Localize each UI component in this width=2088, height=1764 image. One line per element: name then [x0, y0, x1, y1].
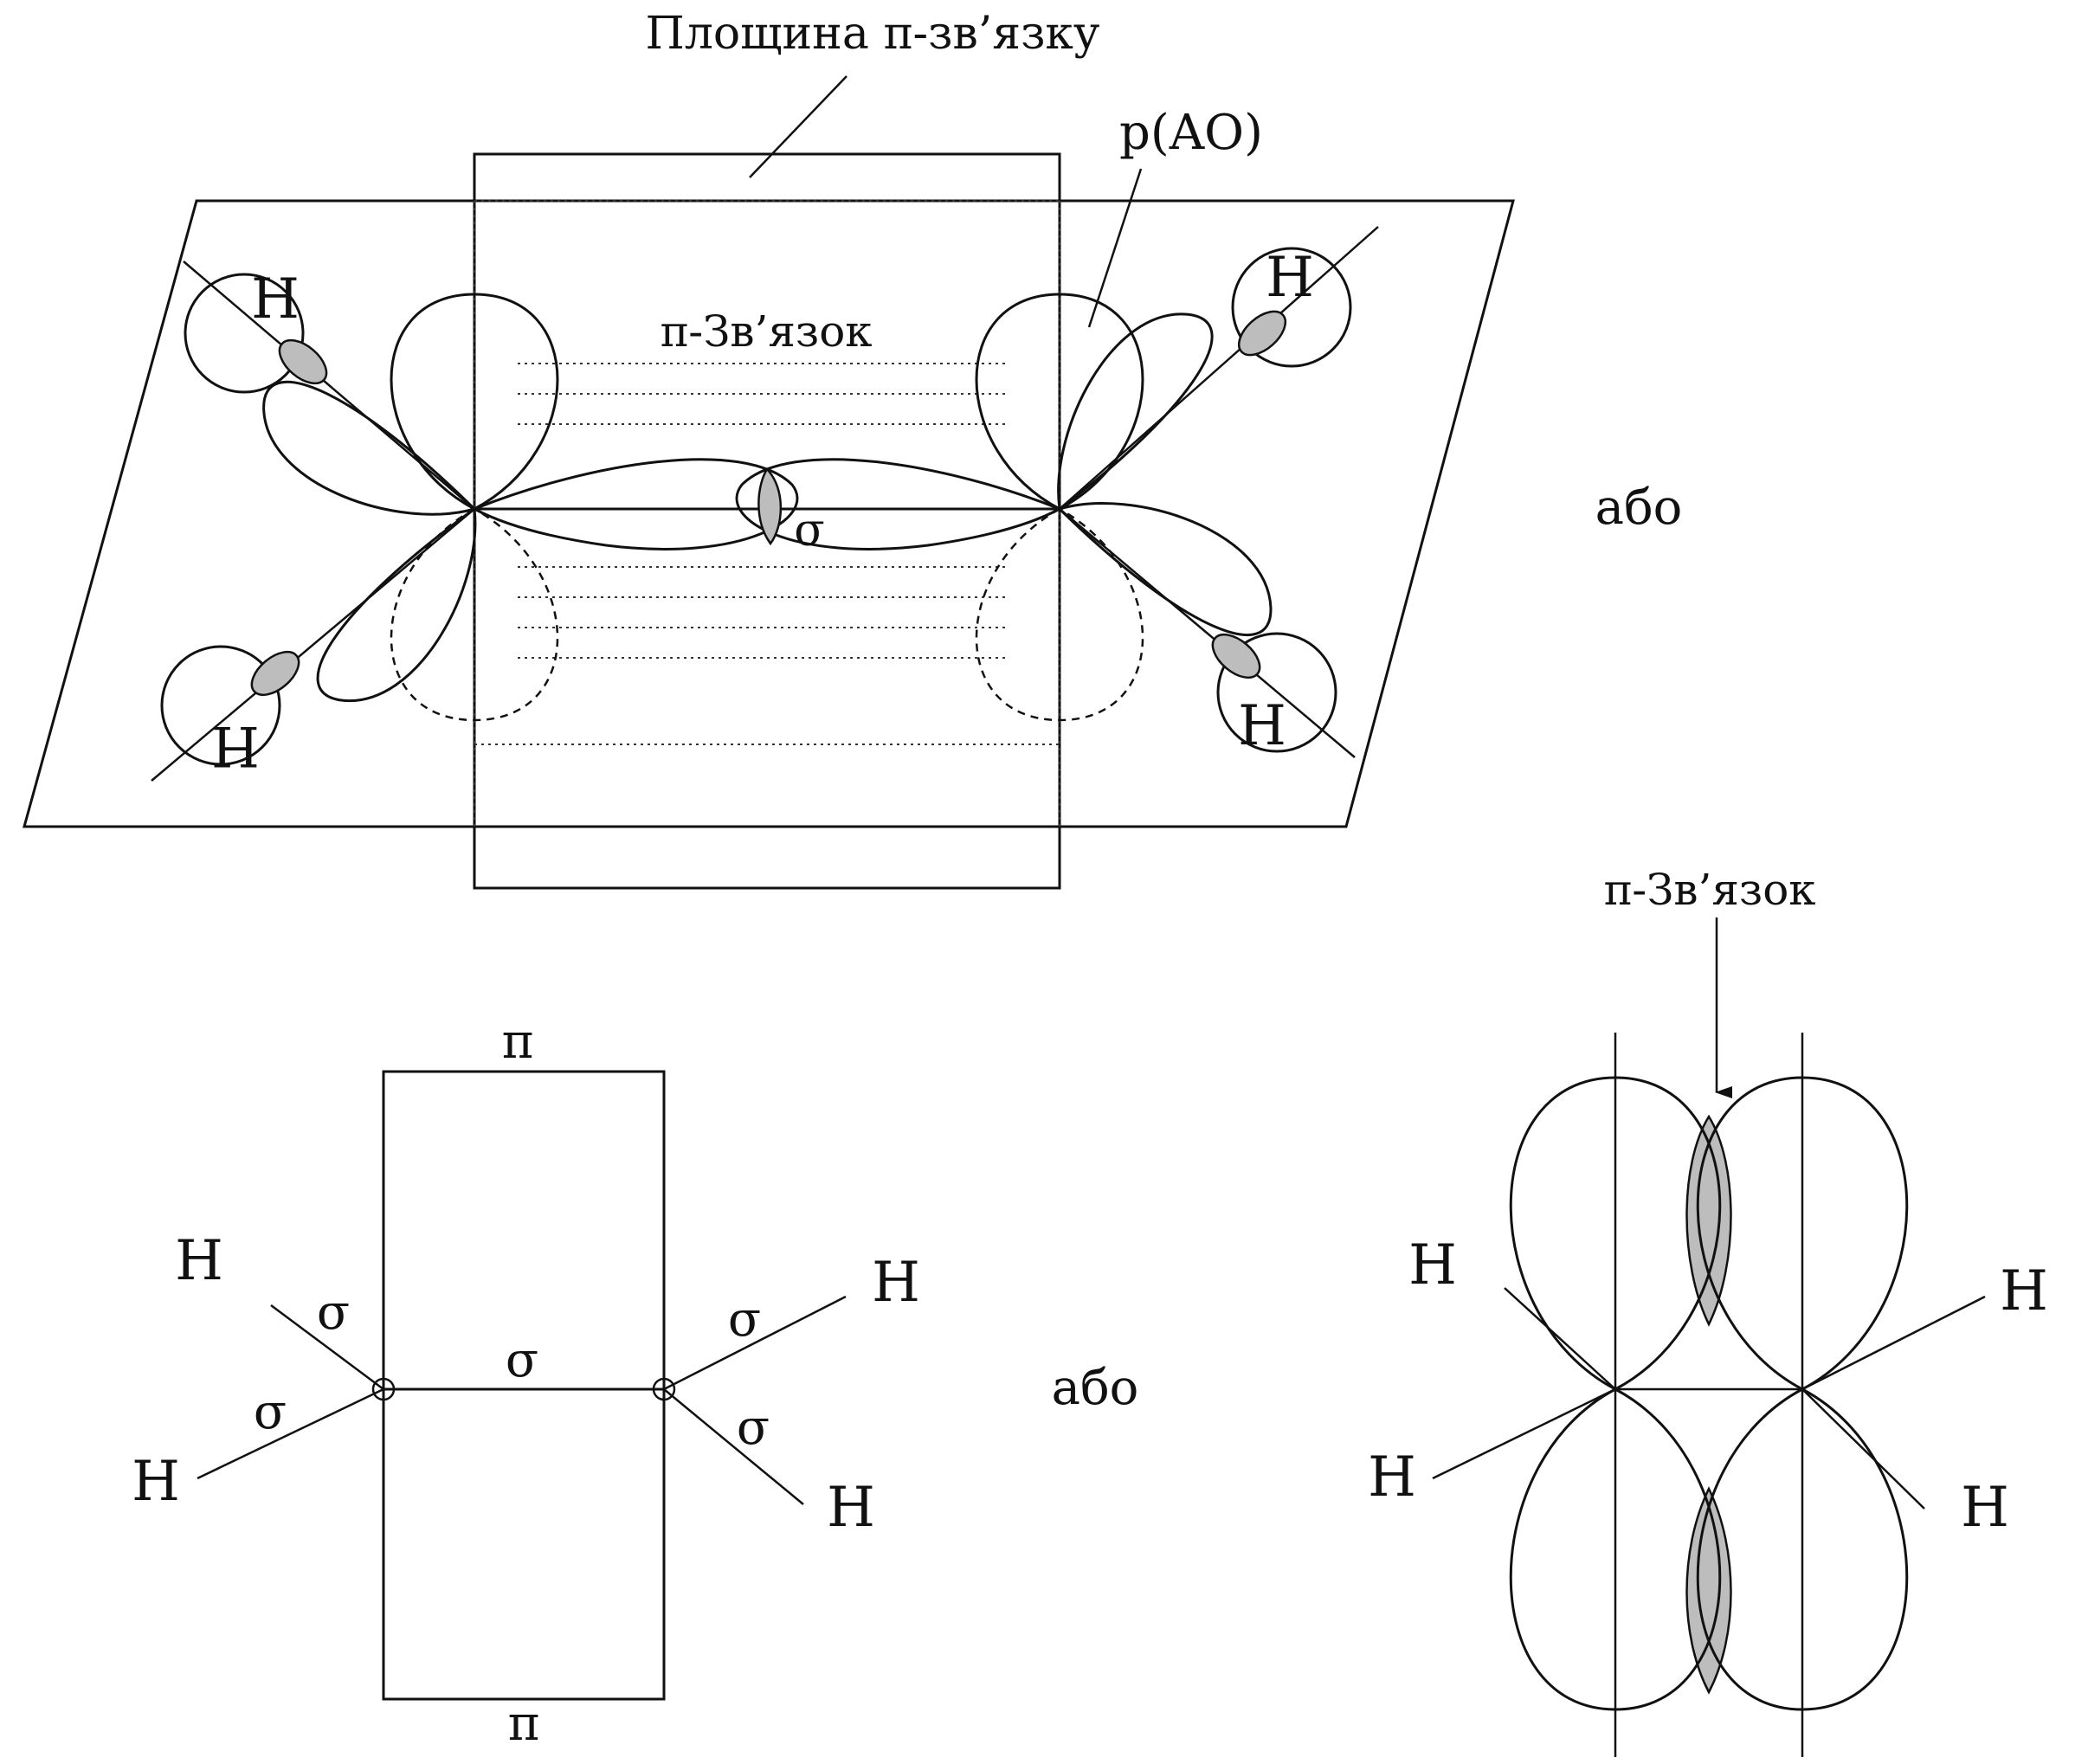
pi-overlap-lines: [518, 363, 1009, 659]
ch-overlap-tl: [278, 338, 328, 385]
h-orbital-bottom-left: [160, 645, 281, 766]
sp2-lobe-right-lower: [1056, 442, 1295, 664]
pi-bond-label-bottom: π-Зв’язок: [1603, 865, 1815, 915]
h-label-bl-lr: H: [827, 1476, 875, 1540]
p-orbital-right-upper: [975, 293, 1144, 511]
h-label-bl-ll: H: [132, 1450, 180, 1514]
h-orbital-top-left: [184, 273, 305, 394]
pi-plane-label: Площина π-зв’язку: [645, 8, 1099, 60]
carbon-atom-right: [652, 1377, 676, 1401]
sp2-lobe-right-cc: [735, 458, 1063, 550]
sigma-label-cc: σ: [506, 1332, 538, 1388]
h-label-bottom-left: H: [211, 713, 260, 777]
pi-bond-label-top: π-Зв’язок: [660, 306, 872, 357]
h-orbital-top-right: [1231, 247, 1352, 368]
sp2-lobe-left-upper: [240, 353, 478, 575]
h-label-bl-ur: H: [872, 1251, 920, 1315]
sp2-lobe-left-lower: [292, 505, 531, 726]
sigma-overlap-cc: [757, 467, 783, 546]
top-3d-diagram: Площина π-зв’язку p(AO) π-Зв’язок σ або …: [23, 8, 1683, 890]
ch-overlap-br: [1211, 633, 1261, 679]
p-orbital-left-upper: [390, 293, 559, 511]
h-label-bl-ul: H: [175, 1229, 223, 1293]
h-label-top-left: H: [251, 267, 300, 332]
or-label-top: або: [1595, 480, 1683, 536]
sigma-label-ul: σ: [317, 1284, 350, 1341]
or-label-bottom: або: [1052, 1360, 1139, 1416]
sigma-label-ll: σ: [254, 1384, 287, 1440]
sp2-lobe-left-cc: [471, 458, 799, 550]
h-label-br-lr: H: [1961, 1476, 2009, 1540]
p-ao-label: p(AO): [1119, 105, 1263, 161]
h-label-bottom-right: H: [1238, 694, 1286, 758]
sigma-label-ur: σ: [728, 1291, 761, 1348]
h-orbital-bottom-right: [1216, 632, 1337, 753]
molecular-plane: [23, 199, 1515, 828]
bottom-right-orbital-diagram: π-Зв’язок H H H H: [1368, 865, 2048, 1757]
p-orbital-br-right-upper: [1696, 1076, 1909, 1391]
carbon-atom-left: [371, 1377, 396, 1401]
h-label-br-ur: H: [2000, 1259, 2048, 1323]
p-orbital-right-lower: [975, 507, 1144, 722]
sigma-label-lr: σ: [737, 1400, 770, 1456]
pi-label-top: π: [502, 1014, 534, 1070]
p-orbital-br-left-lower: [1509, 1387, 1722, 1711]
sp2-lobe-right-upper: [1002, 289, 1239, 513]
bottom-left-schematic: π π σ σ σ σ σ H H H H або: [132, 1014, 1138, 1752]
ch-overlap-tr: [1237, 310, 1287, 357]
p-orbital-br-left-upper: [1509, 1076, 1722, 1391]
pi-overlap-upper: [1685, 1114, 1732, 1327]
p-orbital-left-lower: [390, 507, 559, 722]
h-label-top-right: H: [1266, 246, 1314, 310]
pi-region-rect: [382, 1070, 666, 1701]
sigma-label-top: σ: [794, 505, 825, 557]
pi-label-bottom: π: [508, 1696, 540, 1752]
h-label-br-ll: H: [1368, 1445, 1416, 1510]
ch-overlap-bl: [250, 650, 300, 697]
p-orbital-br-right-lower: [1696, 1387, 1909, 1711]
pi-overlap-lower: [1685, 1486, 1732, 1695]
h-label-br-ul: H: [1408, 1233, 1457, 1297]
